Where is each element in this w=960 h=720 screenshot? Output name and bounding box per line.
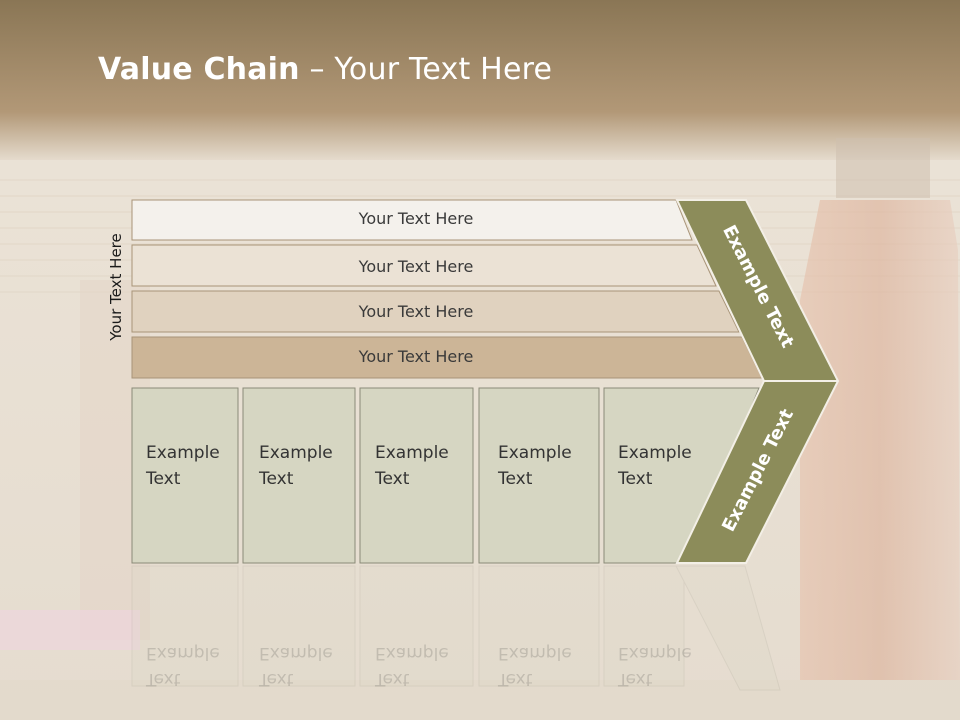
row-1-bar	[131, 199, 693, 241]
box-3-line2: Text	[375, 469, 410, 489]
box-4-line1: Example	[498, 443, 572, 463]
reflection-1-line2: Text	[146, 669, 181, 689]
box-2-line2: Text	[259, 469, 294, 489]
box-1-line2: Text	[146, 469, 181, 489]
box-1	[131, 387, 239, 564]
reflection-5-line1: Example	[618, 643, 692, 663]
row-2-label: Your Text Here	[358, 257, 474, 276]
reflection-2-line1: Example	[259, 643, 333, 663]
box-3-line1: Example	[375, 443, 449, 463]
title-bold: Value Chain	[98, 52, 300, 87]
slide-title: Value Chain – Your Text Here	[98, 52, 552, 87]
box-2	[242, 387, 356, 564]
reflection-1-line1: Example	[146, 643, 220, 663]
row-2-bar	[131, 244, 717, 287]
title-rest: – Your Text Here	[299, 52, 553, 87]
box-4	[478, 387, 600, 564]
box-3	[359, 387, 474, 564]
reflection-text-3: Text Example	[375, 640, 449, 692]
reflection-4-line1: Example	[498, 643, 572, 663]
reflection-text-4: Text Example	[498, 640, 572, 692]
reflection-text-1: Text Example	[146, 640, 220, 692]
box-5-line1: Example	[618, 443, 692, 463]
reflection-text-5: Text Example	[618, 640, 692, 692]
box-5-line2: Text	[618, 469, 653, 489]
row-3-bar	[131, 290, 740, 333]
reflection-5-line2: Text	[618, 669, 653, 689]
box-4-line2: Text	[498, 469, 533, 489]
reflection-2-line2: Text	[259, 669, 294, 689]
reflection-3-line2: Text	[375, 669, 410, 689]
reflection-text-2: Text Example	[259, 640, 333, 692]
row-4-label: Your Text Here	[358, 347, 474, 366]
box-2-line1: Example	[259, 443, 333, 463]
reflection-4-line2: Text	[498, 669, 533, 689]
reflection-3-line1: Example	[375, 643, 449, 663]
row-3-label: Your Text Here	[358, 302, 474, 321]
row-1-label: Your Text Here	[358, 209, 474, 228]
box-1-line1: Example	[146, 443, 220, 463]
